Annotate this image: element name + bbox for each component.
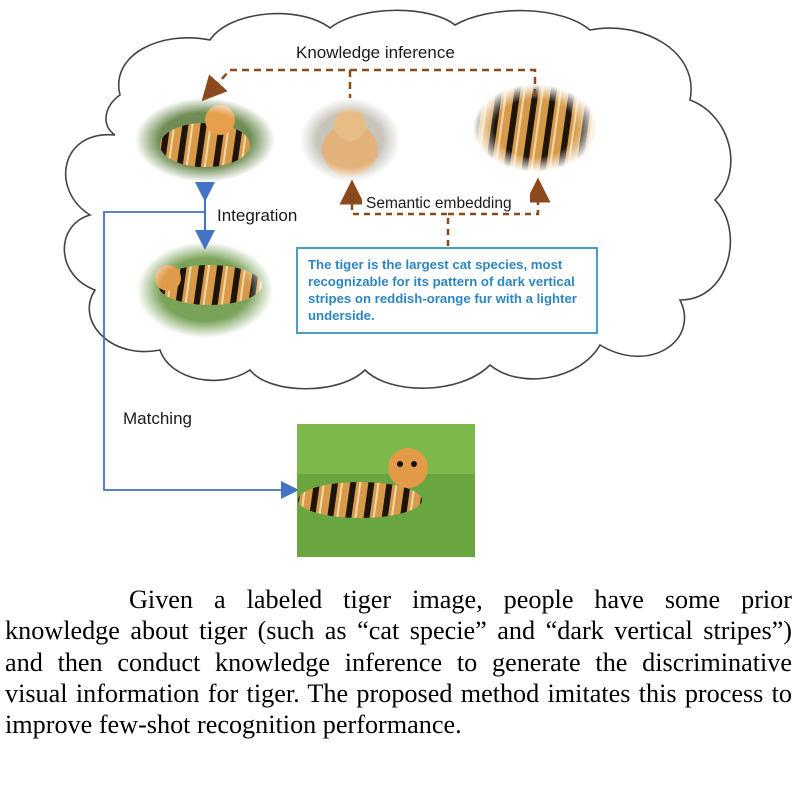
- tiger-description-text: The tiger is the largest cat species, mo…: [308, 257, 577, 323]
- caption-text: Given a labeled tiger image, people have…: [5, 585, 792, 740]
- stripe-texture-image: [470, 80, 600, 180]
- cat-image: [300, 95, 400, 185]
- knowledge-inference-label: Knowledge inference: [296, 43, 455, 62]
- knowledge-inference-arrow: [201, 68, 537, 102]
- tiger-image-walking: [135, 240, 275, 340]
- semantic-embedding-label: Semantic embedding: [366, 195, 512, 212]
- query-tiger-image: [297, 424, 475, 557]
- semantic-embedding-arrow-right: [448, 177, 551, 216]
- integration-label: Integration: [217, 206, 297, 225]
- matching-label: Matching: [123, 409, 192, 428]
- tiger-description-box: The tiger is the largest cat species, mo…: [296, 247, 598, 334]
- tiger-image-top: [130, 95, 280, 185]
- knowledge-figure: Knowledge inference Semantic embedding I…: [63, 9, 732, 557]
- semantic-embedding-arrow: [339, 179, 450, 246]
- figure-caption: Given a labeled tiger image, people have…: [5, 584, 792, 740]
- matching-arrow: [103, 211, 299, 499]
